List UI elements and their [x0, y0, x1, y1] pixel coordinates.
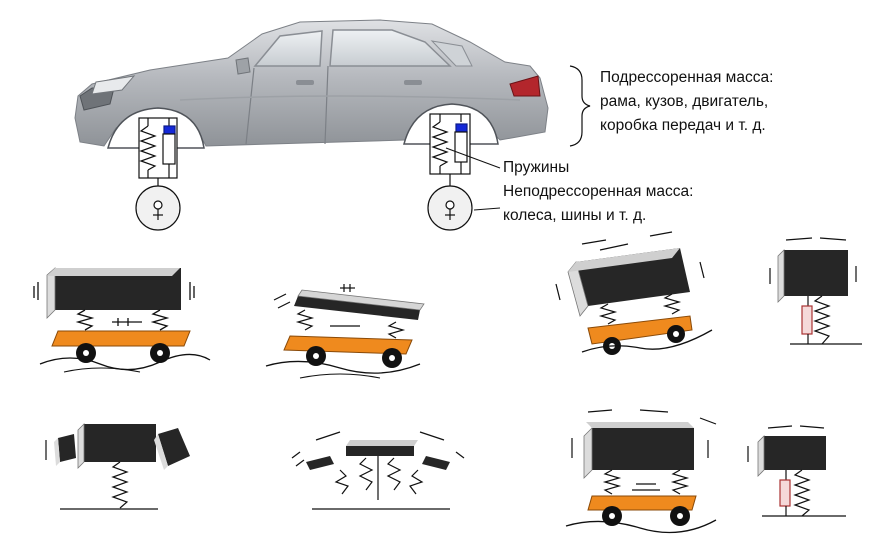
sprung-mass-line-3: коробка передач и т. д. — [600, 117, 766, 134]
panel-splay — [291, 431, 465, 510]
sprung-mass-line-2: рама, кузов, двигатель, — [600, 93, 769, 110]
panel-quarter-car-1 — [769, 237, 862, 345]
car-window-front — [329, 29, 452, 67]
rear-suspension-schematic — [427, 113, 473, 231]
car-mirror — [235, 57, 251, 75]
unsprung-mass-line-2: колеса, шины и т. д. — [503, 207, 647, 224]
rear-spring — [431, 121, 449, 167]
car-window-quarter — [430, 40, 473, 67]
panel-heave-1 — [33, 267, 211, 373]
springs-leader — [445, 147, 501, 169]
front-damper-cap — [163, 125, 176, 135]
car-taillight — [509, 75, 541, 97]
sprung-mass-brace — [569, 65, 591, 147]
sprung-mass-line-1: Подрессоренная масса: — [600, 69, 774, 86]
car-body-crease — [179, 95, 521, 101]
front-suspension-schematic — [135, 117, 181, 231]
car-door-handle-rear — [296, 80, 314, 85]
sprung-mass-label: Подрессоренная масса: рама, кузов, двига… — [600, 66, 773, 138]
panel-quarter-car-2 — [747, 425, 846, 517]
car-grille — [79, 87, 115, 111]
rear-damper-cap — [455, 123, 468, 133]
panel-roll — [555, 231, 713, 355]
car-door-line-2 — [245, 67, 255, 145]
panel-heave-2 — [565, 409, 717, 534]
panel-pitch — [265, 284, 425, 379]
car-door-line-1 — [324, 65, 329, 145]
car-window-rear — [253, 30, 323, 67]
unsprung-mass-line-1: Неподрессоренная масса: — [503, 183, 694, 200]
springs-label: Пружины — [503, 159, 570, 176]
unsprung-leader — [473, 207, 501, 211]
car-door-handle-front — [404, 80, 422, 85]
unsprung-mass-label: Неподрессоренная масса: колеса, шины и т… — [503, 180, 693, 228]
car-headlight — [91, 75, 136, 95]
panel-lateral — [45, 423, 190, 510]
front-spring — [139, 125, 157, 171]
